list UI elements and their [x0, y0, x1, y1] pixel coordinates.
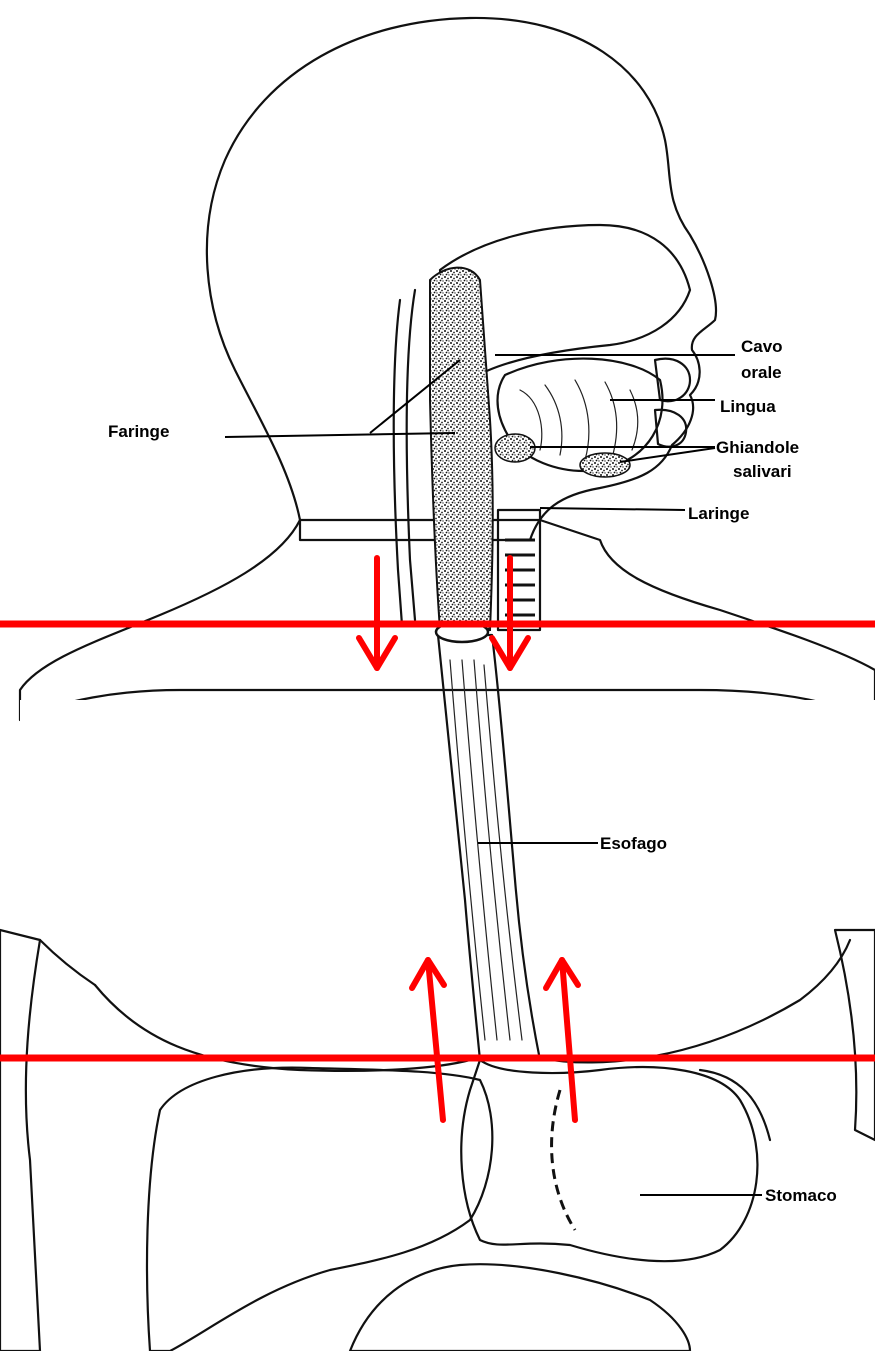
label-ghiandole-line2: salivari — [733, 462, 792, 481]
label-cavo-orale-line1: Cavo — [741, 337, 783, 356]
stomach-illustration — [147, 1060, 770, 1351]
larynx-illustration — [498, 510, 540, 630]
label-stomaco: Stomaco — [765, 1186, 837, 1205]
label-ghiandole-line1: Ghiandole — [716, 438, 799, 457]
label-lingua: Lingua — [720, 397, 776, 416]
red-arrow-icon — [412, 960, 444, 1120]
label-esofago: Esofago — [600, 834, 667, 853]
red-arrow-icon — [359, 558, 395, 668]
red-arrow-icon — [546, 960, 578, 1120]
label-cavo-orale-line2: orale — [741, 363, 782, 382]
label-laringe: Laringe — [688, 504, 749, 523]
pharynx-illustration — [394, 268, 493, 630]
torso-illustration — [0, 520, 875, 1351]
label-faringe: Faringe — [108, 422, 169, 441]
